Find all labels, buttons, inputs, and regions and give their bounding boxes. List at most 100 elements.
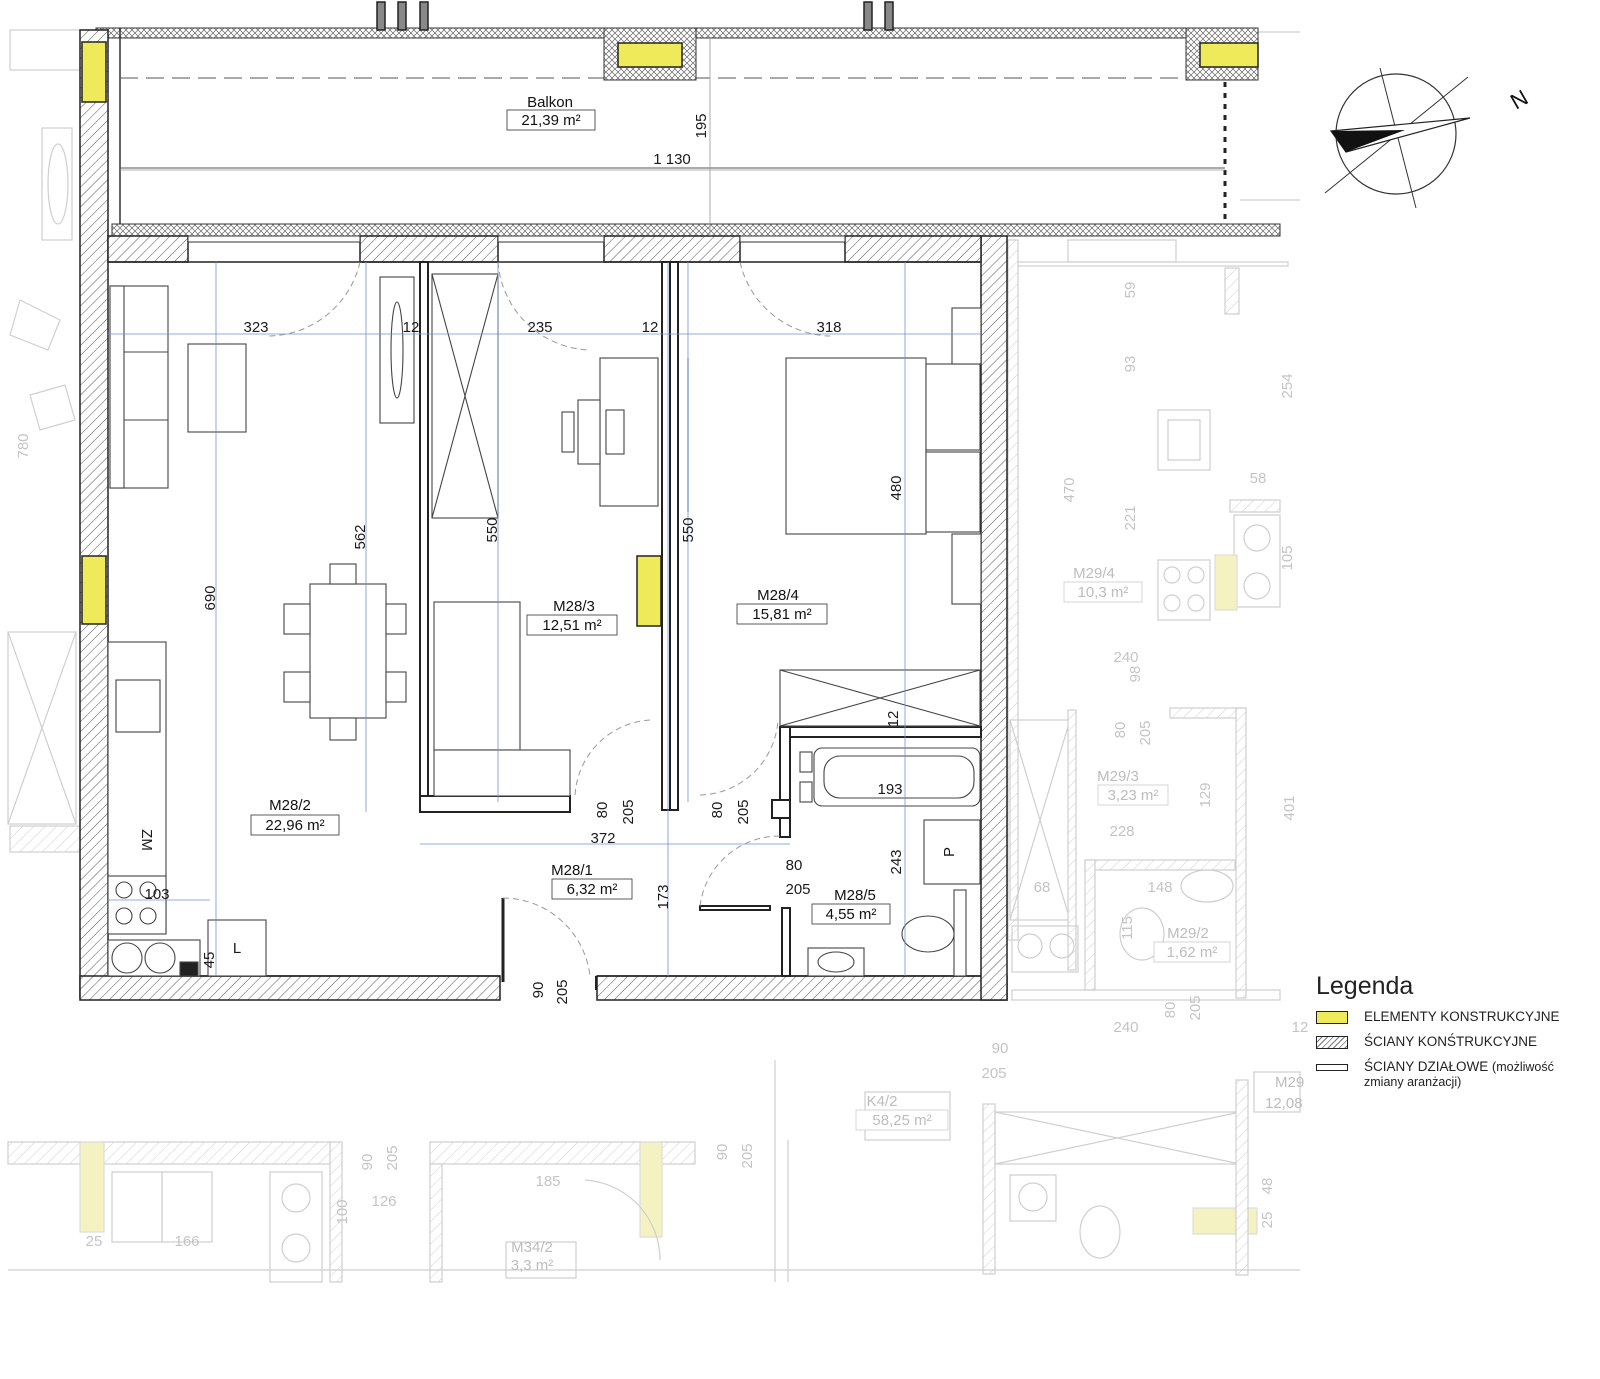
gdim-105: 105 bbox=[1279, 545, 1296, 570]
dim-243: 243 bbox=[888, 849, 905, 874]
room-name-m34-2: M34/2 bbox=[511, 1239, 553, 1256]
gdim-129: 129 bbox=[1197, 782, 1214, 807]
dim-12a: 12 bbox=[403, 319, 420, 336]
gdim-48: 48 bbox=[1259, 1178, 1276, 1195]
gdim-401: 401 bbox=[1281, 795, 1298, 820]
room-labels: M28/2 22,96 m² M28/3 12,51 m² M28/4 15,8… bbox=[250, 565, 1304, 1274]
room-name-m28-3: M28/3 bbox=[553, 598, 595, 615]
north-label: N bbox=[1506, 85, 1532, 115]
room-area-m34-2: 3,3 m² bbox=[511, 1257, 554, 1274]
dim-173: 173 bbox=[655, 884, 672, 909]
room-area-m29-4: 10,3 m² bbox=[1078, 584, 1129, 601]
gdim-205b: 205 bbox=[1187, 995, 1204, 1020]
dim-205c: 205 bbox=[785, 881, 810, 898]
room-name-k4-2: K4/2 bbox=[867, 1093, 898, 1110]
legend-item-partition-walls: ŚCIANY DZIAŁOWE (możliwość zmiany aranża… bbox=[1316, 1059, 1596, 1089]
room-name-m29-x: M29 bbox=[1275, 1074, 1304, 1091]
dim-372: 372 bbox=[590, 830, 615, 847]
gdim-98: 98 bbox=[1127, 666, 1144, 683]
dim-318: 318 bbox=[816, 319, 841, 336]
dim-45: 45 bbox=[201, 952, 218, 969]
gdim-205d: 205 bbox=[384, 1145, 401, 1170]
ghost-dimension-texts: 59 93 254 470 221 58 105 240 98 80 205 1… bbox=[86, 282, 1309, 1250]
gdim-228: 228 bbox=[1109, 823, 1134, 840]
gdim-25b: 25 bbox=[1259, 1212, 1276, 1229]
room-name-balkon: Balkon bbox=[527, 94, 573, 111]
gdim-205e: 205 bbox=[739, 1143, 756, 1168]
gdim-240b: 240 bbox=[1113, 1019, 1138, 1036]
dim-205a: 205 bbox=[620, 799, 637, 824]
legend-label: ELEMENTY KONSTRUKCYJNE bbox=[1364, 1009, 1560, 1024]
dim-562: 562 bbox=[352, 524, 369, 549]
gdim-185: 185 bbox=[535, 1173, 560, 1190]
gdim-90c: 90 bbox=[714, 1144, 731, 1161]
gdim-205a: 205 bbox=[1137, 720, 1154, 745]
dim-12c: 12 bbox=[885, 711, 902, 728]
dim-80a: 80 bbox=[594, 802, 611, 819]
legend-title: Legenda bbox=[1316, 972, 1414, 1000]
door-swings bbox=[267, 261, 831, 977]
gdim-240a: 240 bbox=[1113, 649, 1138, 666]
room-area-m28-2: 22,96 m² bbox=[265, 817, 324, 834]
gdim-115: 115 bbox=[1119, 916, 1136, 940]
dimension-lines bbox=[108, 38, 1225, 976]
gdim-221: 221 bbox=[1122, 505, 1139, 530]
legend-item-structural-walls: ŚCIANY KONŚTRUKCYJNE bbox=[1316, 1034, 1596, 1049]
dim-195: 195 bbox=[693, 113, 710, 138]
gdim-80b: 80 bbox=[1162, 1002, 1179, 1019]
gdim-166: 166 bbox=[174, 1233, 199, 1250]
dim-690: 690 bbox=[202, 585, 219, 610]
room-name-m29-3: M29/3 bbox=[1097, 768, 1139, 785]
room-name-m29-4: M29/4 bbox=[1073, 565, 1115, 582]
gdim-254: 254 bbox=[1279, 373, 1296, 398]
structural-walls bbox=[79, 29, 1008, 1001]
dim-80c: 80 bbox=[786, 857, 803, 874]
gdim-90b: 90 bbox=[359, 1154, 376, 1171]
room-name-m28-2: M28/2 bbox=[269, 797, 311, 814]
fixture-p: P bbox=[941, 847, 958, 857]
room-area-m29-2: 1,62 m² bbox=[1167, 944, 1218, 961]
room-name-m28-1: M28/1 bbox=[551, 862, 593, 879]
room-name-m28-5: M28/5 bbox=[834, 887, 876, 904]
gdim-59: 59 bbox=[1122, 282, 1139, 299]
gdim-80a: 80 bbox=[1112, 722, 1129, 739]
gdim-68: 68 bbox=[1034, 879, 1051, 896]
legend: Legenda ELEMENTY KONSTRUKCYJNE ŚCIANY KO… bbox=[1316, 972, 1596, 1099]
windows bbox=[187, 235, 846, 243]
room-area-m29-x: 12,08 bbox=[1265, 1095, 1303, 1112]
dim-12b: 12 bbox=[642, 319, 659, 336]
dim-550a: 550 bbox=[484, 517, 501, 542]
room-area-m28-5: 4,55 m² bbox=[826, 906, 877, 923]
gdim-25a: 25 bbox=[86, 1233, 103, 1250]
compass: N bbox=[1324, 67, 1532, 209]
furniture bbox=[107, 273, 982, 977]
dim-550b: 550 bbox=[680, 517, 697, 542]
yellow-swatch-icon bbox=[1316, 1011, 1348, 1024]
gdim-12: 12 bbox=[1292, 1019, 1309, 1036]
legend-label: ŚCIANY KONŚTRUKCYJNE bbox=[1364, 1034, 1538, 1049]
room-area-m28-4: 15,81 m² bbox=[752, 606, 811, 623]
neighbour-plans-ghost bbox=[7, 29, 1301, 1283]
fixture-l: L bbox=[233, 940, 241, 957]
dim-80b: 80 bbox=[709, 802, 726, 819]
room-area-k4-2: 58,25 m² bbox=[872, 1112, 931, 1129]
gdim-126: 126 bbox=[371, 1193, 396, 1210]
fixture-labels: ZM L P bbox=[138, 829, 958, 957]
dim-1130: 1 130 bbox=[653, 151, 691, 168]
dim-323: 323 bbox=[243, 319, 268, 336]
thin-wall-swatch-icon bbox=[1316, 1064, 1348, 1071]
room-area-m28-3: 12,51 m² bbox=[542, 617, 601, 634]
legend-item-structural-elements: ELEMENTY KONSTRUKCYJNE bbox=[1316, 1009, 1596, 1024]
room-area-balkon: 21,39 m² bbox=[521, 112, 580, 129]
hatch-swatch-icon bbox=[1316, 1036, 1348, 1049]
gdim-93: 93 bbox=[1122, 356, 1139, 373]
gdim-58: 58 bbox=[1250, 470, 1267, 487]
partition-walls bbox=[419, 261, 982, 990]
gdim-90a: 90 bbox=[992, 1040, 1009, 1057]
gdim-205c: 205 bbox=[981, 1065, 1006, 1082]
room-area-m28-1: 6,32 m² bbox=[567, 881, 618, 898]
balcony: Balkon 21,39 m² bbox=[95, 1, 1281, 237]
gdim-470: 470 bbox=[1061, 477, 1078, 502]
dim-780: 780 bbox=[15, 433, 32, 458]
